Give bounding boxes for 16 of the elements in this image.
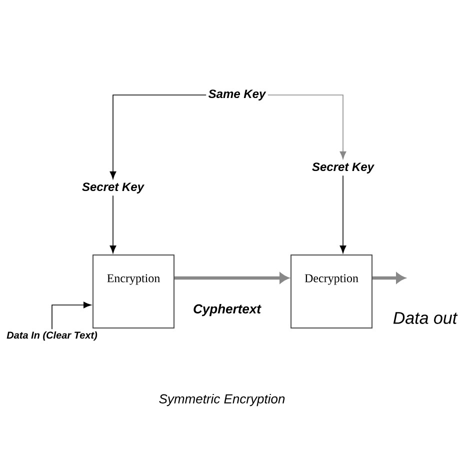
arrow [110,195,116,254]
arrow [372,272,406,284]
key-label: Same Key [208,90,266,100]
output-label: Data out [393,312,458,324]
process-box: Encryption [92,254,174,328]
edge-label: Cyphertext [192,302,262,318]
caption: Symmetric Encryption [159,394,285,406]
key-label: Data In (Clear Text) [6,331,98,341]
process-box: Decryption [290,254,372,328]
key-label: Secret Key [82,182,144,194]
key-label: Secret Key [312,162,374,174]
arrow [174,272,289,284]
arrow [267,94,346,160]
arrow [340,175,346,254]
arrow [52,302,92,330]
arrow [110,94,207,180]
